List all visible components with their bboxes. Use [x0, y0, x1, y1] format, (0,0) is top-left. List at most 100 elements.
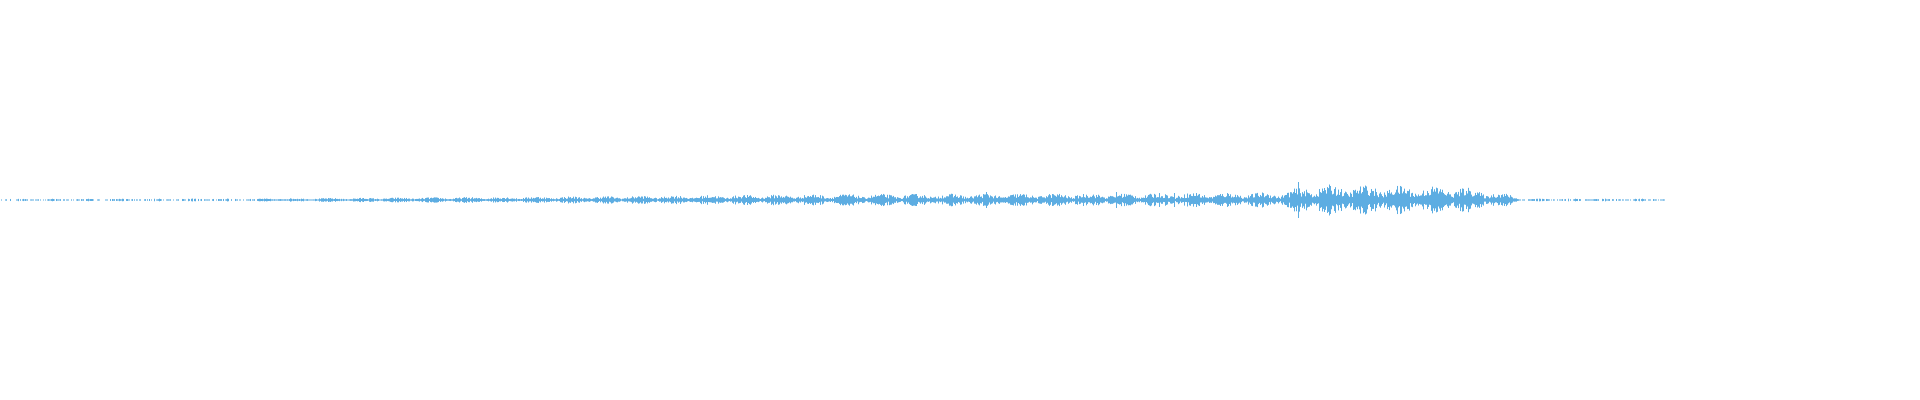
- waveform-bar: [788, 196, 789, 204]
- waveform-bar: [439, 199, 440, 201]
- waveform-bar: [1513, 198, 1514, 202]
- waveform-bar: [226, 199, 227, 201]
- waveform-bar: [1131, 195, 1132, 205]
- waveform-bar: [1035, 197, 1036, 203]
- waveform-bar: [363, 198, 364, 202]
- waveform-bar: [1377, 195, 1378, 205]
- waveform-bar: [912, 194, 913, 206]
- waveform-bar: [795, 198, 796, 202]
- waveform-bar: [1354, 190, 1355, 210]
- waveform-bar: [1347, 193, 1348, 207]
- waveform-bar: [81, 199, 82, 201]
- waveform-bar: [724, 198, 725, 202]
- waveform-bar: [1553, 199, 1554, 201]
- waveform-bar: [650, 198, 651, 202]
- waveform-bar: [331, 198, 332, 202]
- waveform-bar: [1293, 192, 1294, 208]
- waveform-bar: [333, 199, 334, 201]
- waveform-bar: [1145, 195, 1146, 205]
- waveform-bar: [359, 198, 360, 202]
- waveform-bar: [1112, 196, 1113, 204]
- waveform-bar: [1351, 193, 1352, 207]
- waveform-bar: [606, 198, 607, 202]
- waveform-bar: [1479, 192, 1480, 208]
- waveform-bar: [225, 199, 226, 201]
- waveform-bar: [1298, 182, 1299, 218]
- waveform-bar: [52, 198, 53, 202]
- waveform-bar: [1043, 197, 1044, 203]
- waveform-bar: [156, 199, 157, 201]
- waveform-bar: [1283, 197, 1284, 203]
- waveform-bar: [772, 196, 773, 204]
- waveform-bar: [221, 199, 222, 201]
- waveform-bar: [980, 196, 981, 204]
- waveform-bar: [803, 198, 804, 202]
- waveform-bar: [396, 198, 397, 202]
- waveform-bar: [556, 198, 557, 202]
- waveform-bar: [22, 199, 23, 201]
- waveform-bar: [38, 199, 39, 201]
- waveform-bar: [562, 197, 563, 203]
- waveform-bar: [1264, 197, 1265, 203]
- waveform-bar: [441, 198, 442, 202]
- waveform-bar: [493, 197, 494, 203]
- waveform-bar: [1230, 194, 1231, 206]
- waveform-bar: [358, 198, 359, 202]
- waveform-bar: [404, 197, 405, 203]
- waveform-bar: [58, 199, 59, 201]
- waveform-bar: [1300, 193, 1301, 207]
- waveform-bar: [972, 197, 973, 203]
- waveform-bar: [615, 198, 616, 202]
- waveform-bar: [309, 199, 310, 201]
- waveform-bar: [201, 198, 202, 202]
- waveform-bar: [774, 198, 775, 202]
- waveform-bar: [825, 198, 826, 202]
- waveform-bar: [1408, 191, 1409, 209]
- waveform-bar: [1010, 195, 1011, 205]
- waveform-bar: [1011, 195, 1012, 205]
- waveform-bar: [66, 199, 67, 201]
- waveform-bar: [491, 198, 492, 202]
- waveform-bar: [535, 197, 536, 203]
- waveform-bar: [1179, 196, 1180, 204]
- waveform-bar: [370, 198, 371, 202]
- waveform-bar: [577, 198, 578, 202]
- waveform-bar: [832, 197, 833, 203]
- waveform-bar: [1454, 193, 1455, 207]
- waveform-bar: [1225, 197, 1226, 203]
- waveform-bar: [826, 198, 827, 202]
- waveform-bar: [445, 198, 446, 202]
- waveform-bar: [760, 199, 761, 201]
- waveform-bar: [812, 195, 813, 205]
- waveform-bar: [1277, 197, 1278, 203]
- waveform-bar: [284, 199, 285, 201]
- waveform-bar: [291, 198, 292, 202]
- waveform-bar: [461, 199, 462, 201]
- waveform-bar: [928, 198, 929, 202]
- waveform-bar: [1438, 193, 1439, 207]
- waveform-bar: [1085, 197, 1086, 203]
- waveform-bar: [1399, 193, 1400, 207]
- waveform-bar: [1503, 196, 1504, 204]
- waveform-bar: [914, 194, 915, 206]
- waveform-bar: [597, 197, 598, 203]
- waveform-bar: [1430, 194, 1431, 206]
- waveform-bar: [1565, 199, 1566, 201]
- waveform-bar: [25, 199, 26, 201]
- waveform-bar: [1332, 194, 1333, 206]
- waveform-bar: [246, 199, 247, 201]
- waveform-bar: [748, 196, 749, 204]
- waveform-bar: [1549, 199, 1550, 201]
- waveform-bar: [627, 197, 628, 203]
- waveform-bar: [952, 193, 953, 207]
- waveform-bar: [1308, 193, 1309, 207]
- waveform-bar: [462, 198, 463, 202]
- waveform-bar: [743, 195, 744, 205]
- waveform-bar: [1129, 194, 1130, 206]
- waveform-bar: [31, 199, 32, 201]
- waveform-bar: [949, 194, 950, 206]
- waveform-bar: [617, 197, 618, 203]
- waveform-bar: [372, 198, 373, 202]
- waveform-bar: [773, 194, 774, 206]
